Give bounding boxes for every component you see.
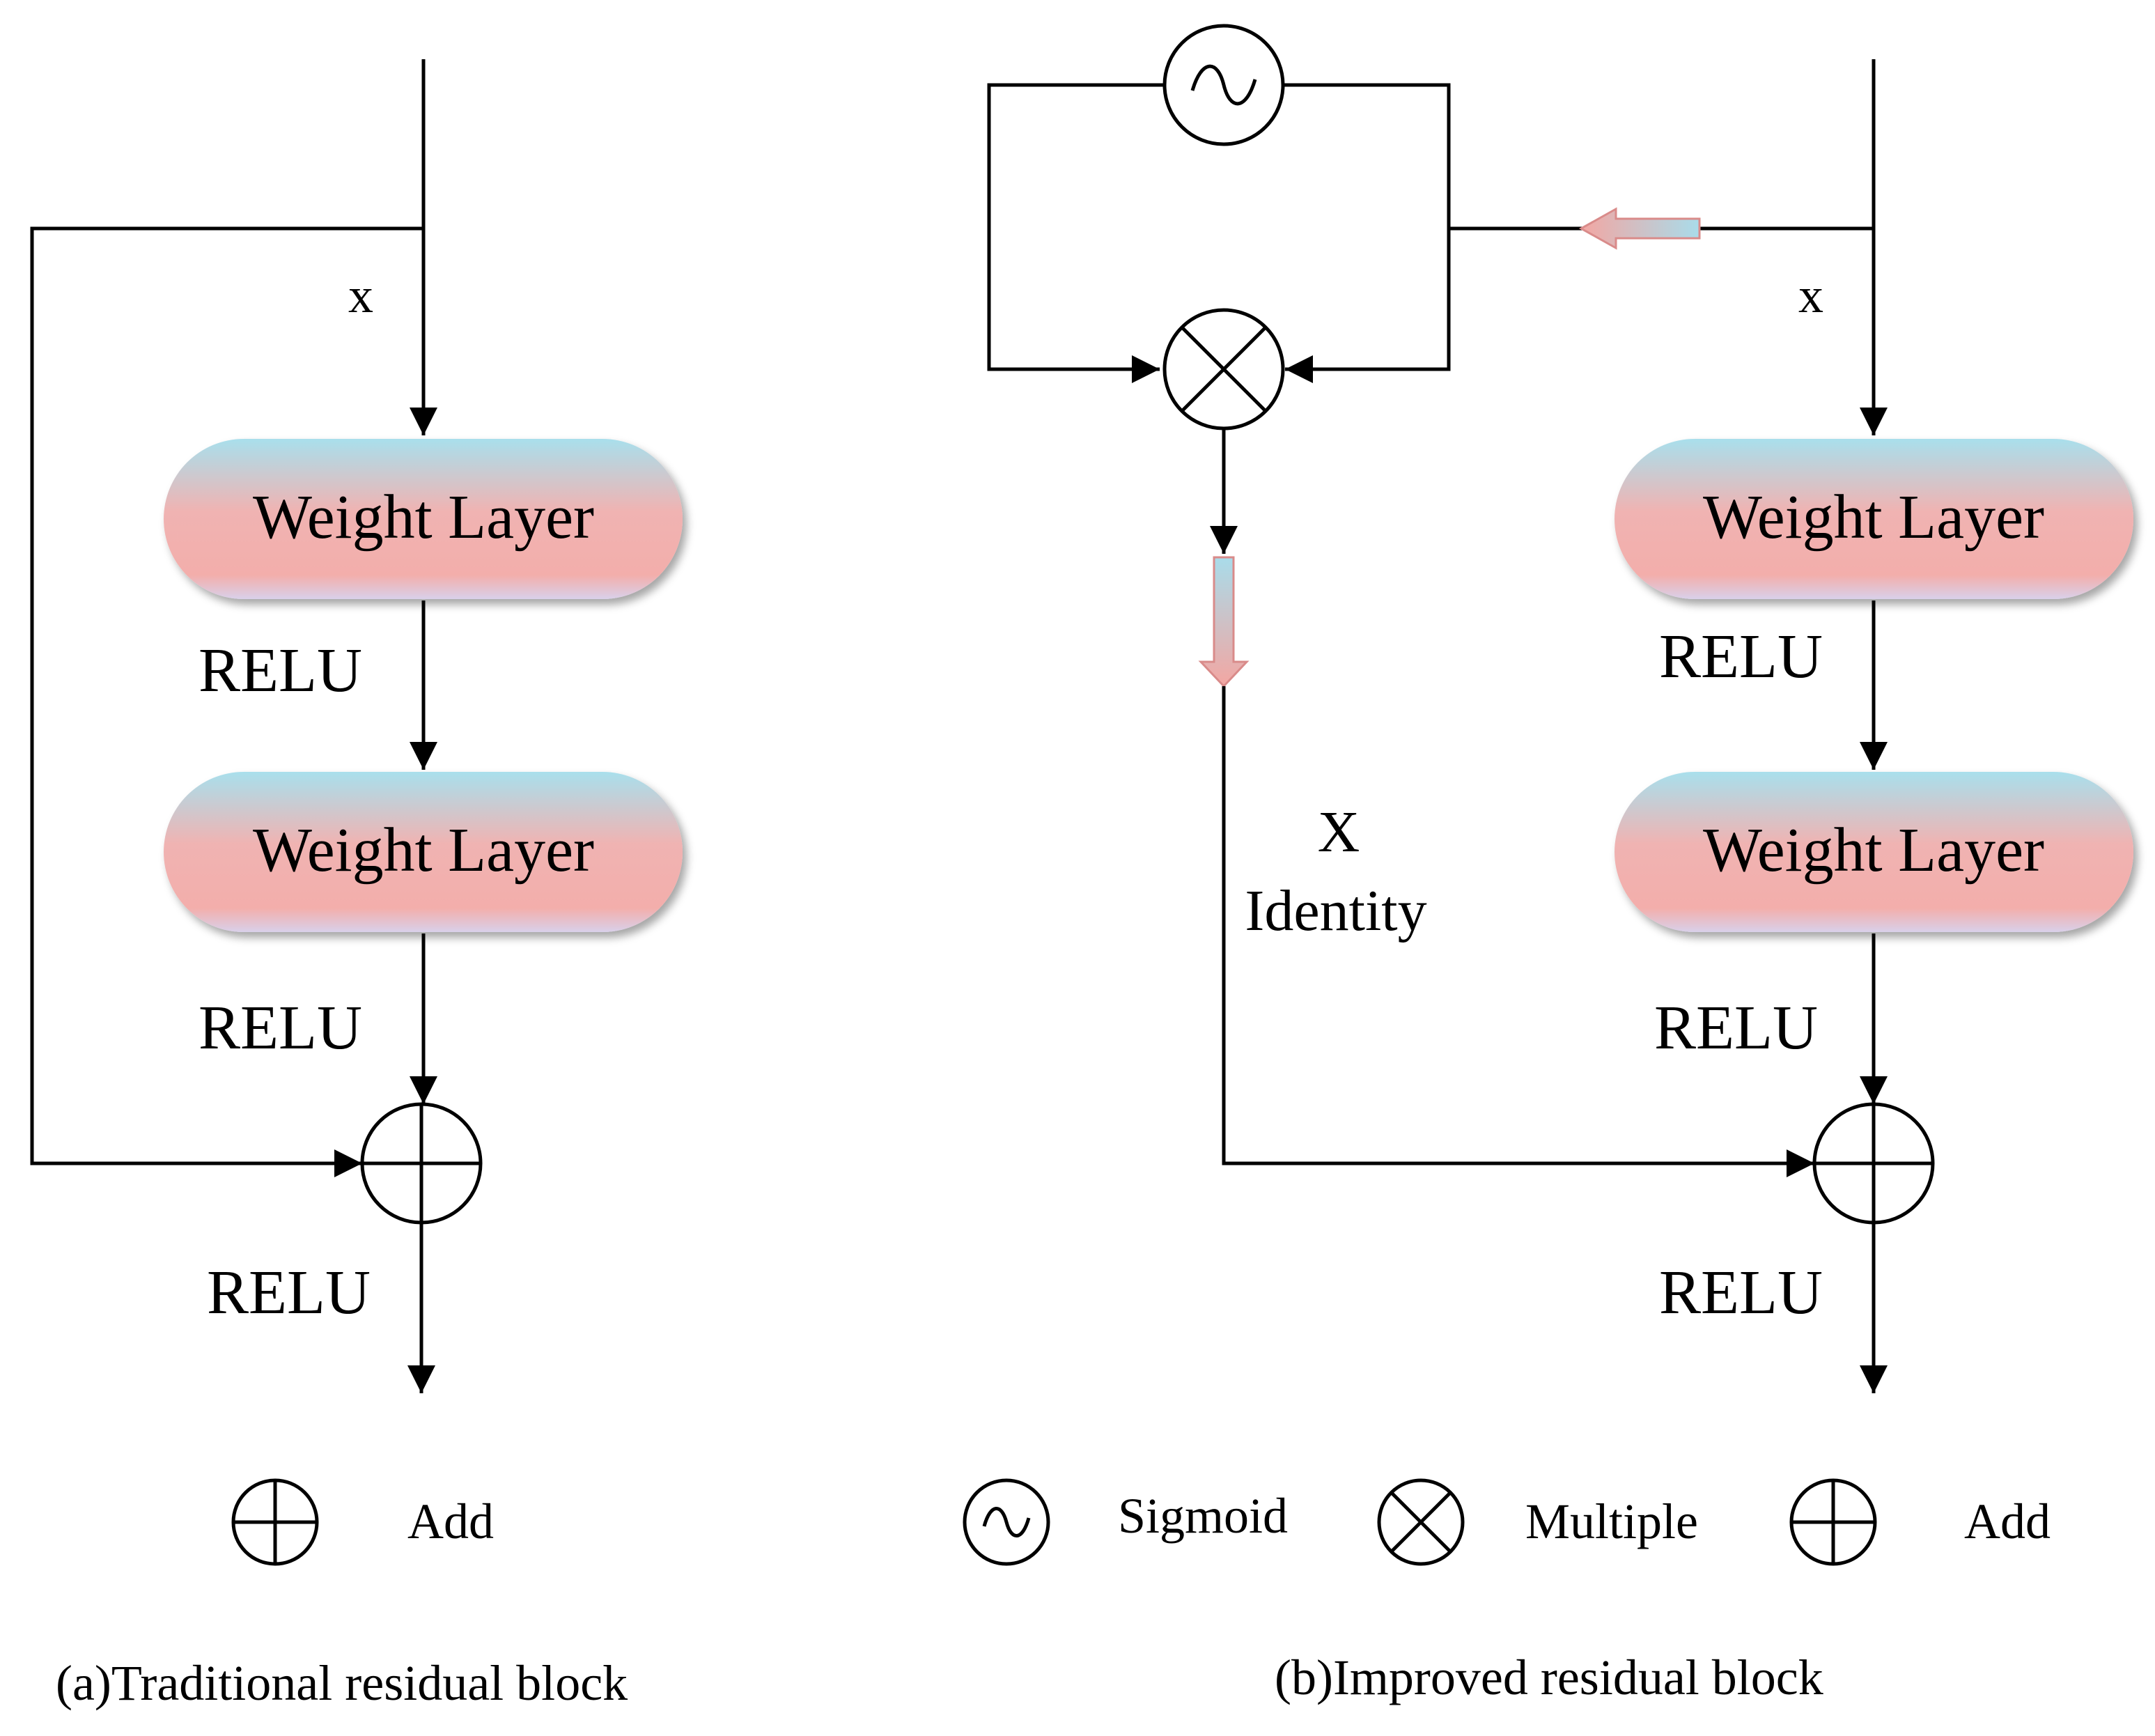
b-weight-layer-2 <box>1615 772 2133 932</box>
b-multiply-node <box>1162 308 1285 431</box>
b-weight-layer-2-label: Weight Layer <box>1703 816 2044 885</box>
b-legend-sigmoid-icon <box>963 1478 1050 1566</box>
b-relu-1: RELU <box>1659 622 1823 691</box>
a-skip-connection <box>30 226 423 1177</box>
b-branch-block-arrow <box>1578 207 1701 250</box>
a-legend-add-label: Add <box>407 1494 494 1549</box>
a-weight-layer-1 <box>164 439 683 599</box>
b-relu-2: RELU <box>1654 993 1818 1062</box>
b-legend-multiple-icon <box>1377 1478 1465 1566</box>
b-add-node <box>1812 1102 1935 1225</box>
panel-b-improved-residual-block: x X Identity Weight Layer RELU <box>963 24 2133 1705</box>
b-input-label: x <box>1798 268 1823 323</box>
b-weight-layer-1 <box>1615 439 2133 599</box>
a-weight-layer-2 <box>164 772 683 932</box>
b-identity-label: Identity <box>1245 878 1426 943</box>
b-loop-top-wire <box>987 83 1163 383</box>
b-sigmoid-node <box>1162 24 1285 146</box>
a-add-node <box>360 1102 483 1225</box>
a-weight-layer-2-label: Weight Layer <box>253 816 594 885</box>
b-weight-layer-1-label: Weight Layer <box>1703 483 2044 552</box>
b-legend-add-icon <box>1789 1478 1877 1566</box>
b-identity-x: X <box>1318 800 1360 865</box>
b-loop-bottom-wire <box>1282 83 1451 383</box>
a-relu-2: RELU <box>199 993 362 1062</box>
a-legend-add-icon <box>231 1478 319 1566</box>
b-caption: (b)Improved residual block <box>1275 1650 1823 1705</box>
a-relu-1: RELU <box>199 636 362 705</box>
a-caption: (a)Traditional residual block <box>56 1655 628 1711</box>
b-legend-sigmoid-label: Sigmoid <box>1118 1488 1288 1544</box>
b-legend-add-label: Add <box>1964 1494 2051 1549</box>
a-weight-layer-1-label: Weight Layer <box>253 483 594 552</box>
panel-a-traditional-residual-block: x Weight Layer RELU Weight Layer RELU RE… <box>30 59 683 1711</box>
b-identity-wire <box>1222 686 1814 1177</box>
b-relu-3: RELU <box>1659 1258 1823 1327</box>
b-legend-multiple-label: Multiple <box>1525 1494 1698 1549</box>
a-input-label: x <box>348 268 373 323</box>
b-identity-block-arrow <box>1198 556 1250 688</box>
a-relu-3: RELU <box>207 1258 371 1327</box>
